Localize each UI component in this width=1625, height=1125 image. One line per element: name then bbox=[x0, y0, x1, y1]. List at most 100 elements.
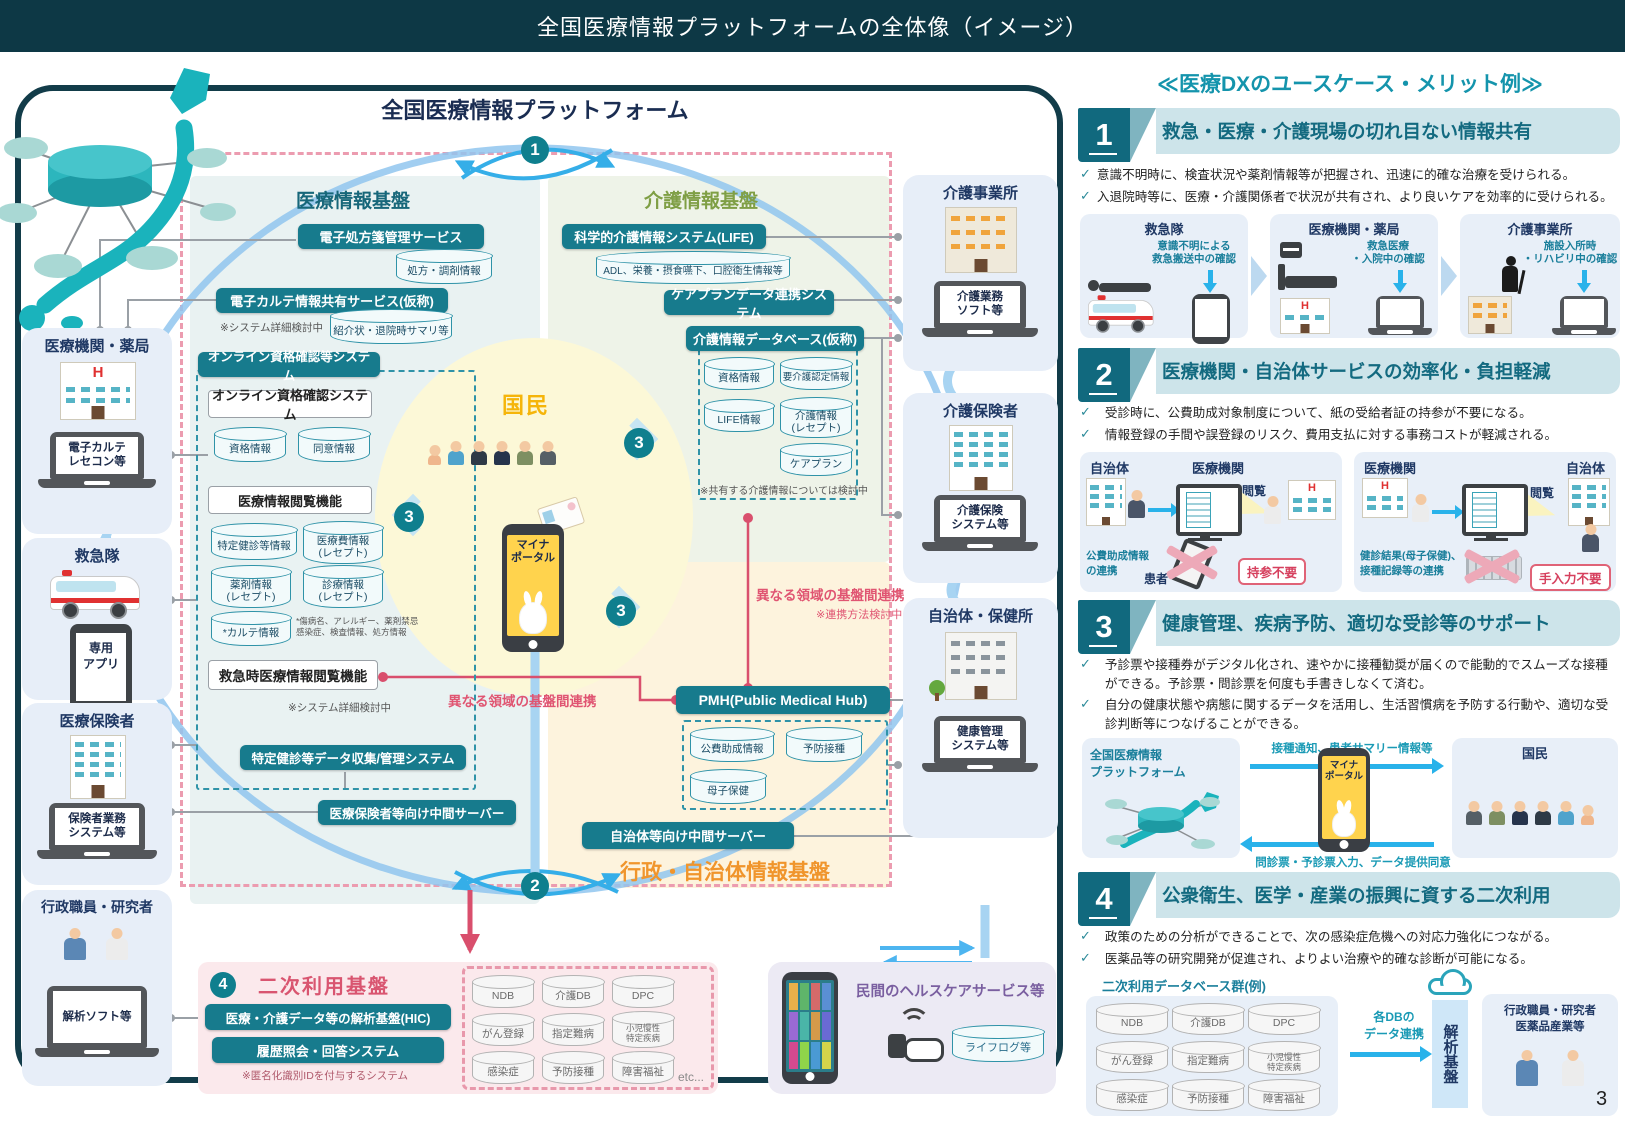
down-arrow-icon bbox=[1203, 270, 1217, 293]
cane-person-body-icon bbox=[1502, 266, 1518, 292]
s3-platform-card: 全国医療情報 プラットフォーム bbox=[1082, 738, 1240, 858]
db-shoni: 小児慢性 特定疾病 bbox=[611, 1011, 675, 1048]
doctor-person-icon bbox=[1264, 506, 1281, 524]
s1-card-ambulance: 救急隊 意識不明による 救急搬送中の確認 bbox=[1080, 214, 1248, 344]
title-bar: 全国医療情報プラットフォームの全体像（イメージ） bbox=[0, 0, 1625, 52]
down-arrow-icon bbox=[1393, 270, 1407, 293]
emergency-view-box: 救急時医療情報閲覧機能 bbox=[208, 660, 378, 690]
section4-number: 4 bbox=[1078, 872, 1130, 926]
s4-users-card: 行政職員・研究者 医薬品産業等 bbox=[1482, 994, 1618, 1116]
page-title: 全国医療情報プラットフォームの全体像（イメージ） bbox=[537, 15, 1088, 40]
patient-lying-icon bbox=[1099, 283, 1151, 292]
record-laptop-icon bbox=[1368, 296, 1432, 335]
insurer-middle-server: 医療保険者等向け中間サーバー bbox=[318, 800, 516, 825]
record-tablet-icon bbox=[1192, 294, 1230, 344]
section4-banner: 4 公衆衛生、医学・産業の振興に資する二次利用 bbox=[1078, 872, 1620, 926]
bed-head-icon bbox=[1278, 264, 1285, 290]
s3-kokumin-card: 国民 bbox=[1452, 738, 1618, 858]
care-software-laptop-icon: 介護業務 ソフト等 bbox=[922, 281, 1038, 337]
anonymization-note: ※匿名化識別IDを付与するシステム bbox=[242, 1070, 408, 1082]
hic-analysis-platform: 医療・介護データ等の解析基盤(HIC) bbox=[205, 1004, 451, 1030]
device-label: 解析ソフト等 bbox=[53, 991, 141, 1043]
db-shogai: 障害福祉 bbox=[1247, 1079, 1321, 1111]
adult-icon bbox=[494, 451, 510, 465]
myna-portal-screen: マイナ ポータル bbox=[507, 535, 559, 636]
s3-myna-phone-icon: マイナ ポータル bbox=[1318, 748, 1370, 852]
view-label: 閲覧 bbox=[1242, 484, 1267, 498]
flow-label: 公費助成情報 の連携 bbox=[1086, 550, 1149, 577]
entity-label: 介護保険者 bbox=[942, 403, 1018, 420]
right-arrow-icon bbox=[1432, 505, 1464, 519]
to-label: 医療機関 bbox=[1192, 461, 1245, 476]
care-insurance-laptop-icon: 介護保険 システム等 bbox=[922, 495, 1038, 551]
care-life-db: LIFE情報 bbox=[703, 399, 775, 432]
flow-label: 健診結果(母子保健)、 接種記録等の連携 bbox=[1360, 550, 1462, 577]
patient-label: 患者 bbox=[1144, 572, 1169, 586]
pmh-hub: PMH(Public Medical Hub) bbox=[676, 686, 890, 714]
kenshin-db-cylinder: 特定健診等情報 bbox=[210, 523, 298, 560]
dedicated-app-tablet-icon: 専用 アプリ bbox=[70, 624, 132, 713]
cross-domain-link-label-left: 異なる領域の基盤間連携 bbox=[448, 694, 597, 709]
care-office-building-icon bbox=[945, 207, 1017, 273]
care-qual-db: 資格情報 bbox=[703, 357, 775, 390]
hospital-small-icon: H bbox=[1288, 480, 1336, 520]
child-icon bbox=[448, 451, 464, 465]
municipality-building-small-icon bbox=[1086, 478, 1126, 526]
analysis-software-laptop-icon: 解析ソフト等 bbox=[35, 986, 159, 1057]
rx-db-cylinder: 処方・調剤情報 bbox=[395, 249, 493, 284]
users-label: 行政職員・研究者 医薬品産業等 bbox=[1504, 1005, 1596, 1033]
care-insurer-building-icon bbox=[949, 425, 1013, 491]
s1-card-careoffice: 介護事業所 施設入所時 ・リハビリ中の確認 bbox=[1460, 214, 1620, 338]
device-label: 電子カルテ レセコン等 bbox=[56, 437, 138, 474]
senior-icon bbox=[517, 451, 533, 465]
db-group-dashed bbox=[462, 966, 714, 1090]
myna-rabbit-icon bbox=[1333, 812, 1355, 836]
number-3-circle-bottomright: 3 bbox=[606, 596, 636, 626]
db-yobo: 予防接種 bbox=[1171, 1079, 1245, 1111]
insurer-building-icon bbox=[70, 735, 126, 799]
banner-fold bbox=[1130, 108, 1156, 162]
db-etc-label: etc... bbox=[678, 1070, 705, 1084]
referral-db-cylinder: 紹介状・退院時サマリ等 bbox=[329, 309, 453, 344]
mini-japan-map-icon bbox=[1105, 792, 1220, 849]
section3-number: 3 bbox=[1078, 600, 1130, 654]
citizen-people-icons bbox=[1466, 800, 1594, 825]
device-label: 保険者業務 システム等 bbox=[55, 808, 139, 845]
patient-head-icon bbox=[1088, 280, 1099, 291]
official-person-icon bbox=[1582, 534, 1599, 552]
db-kaigo: 介護DB bbox=[1171, 1003, 1245, 1035]
qual-db-cylinder: 資格情報 bbox=[213, 427, 287, 462]
baby-icon bbox=[428, 455, 441, 465]
panel-header: ≪医療DXのユースケース・メリット例≫ bbox=[1156, 73, 1544, 96]
no-carry-badge: 持参不要 bbox=[1238, 558, 1307, 585]
bullet-row: ✓ 政策のための分析ができることで、次の感染症危機への対応力強化につながる。 bbox=[1080, 928, 1622, 947]
check-icon: ✓ bbox=[1080, 950, 1091, 965]
eprescription-service: 電子処方箋管理サービス bbox=[298, 224, 484, 249]
care-plan-db: ケアプラン bbox=[779, 443, 853, 476]
yobo-db-cylinder: 予防接種 bbox=[785, 727, 863, 762]
db-shoni: 小児慢性 特定疾病 bbox=[1247, 1041, 1321, 1075]
kenshin-collection-system: 特定健診等データ収集/管理システム bbox=[240, 745, 466, 770]
s2-card-left: 自治体 医療機関 閲覧 H 公費助成情報 の連携 患者 持参不要 bbox=[1080, 452, 1342, 592]
boshi-db-cylinder: 母子保健 bbox=[689, 769, 767, 804]
ambulance-icon bbox=[50, 570, 140, 619]
db-yobo: 予防接種 bbox=[541, 1051, 605, 1084]
entity-label: 自治体・保健所 bbox=[927, 608, 1033, 625]
medical-section-header: 医療情報基盤 bbox=[296, 191, 411, 212]
entity-care-office: 介護事業所 介護業務 ソフト等 bbox=[903, 175, 1058, 371]
cross-domain-link-note: ※連携方法検討中 bbox=[816, 609, 903, 621]
private-app-phone-icon bbox=[782, 972, 838, 1084]
number-3-circle-left: 3 bbox=[394, 502, 424, 532]
section1-banner: 1 救急・医療・介護現場の切れ目ない情報共有 bbox=[1078, 108, 1620, 162]
bullet-row: ✓ 入退院時等に、医療・介護関係者で状況が共有され、より良いケアを効率的に受けら… bbox=[1080, 188, 1622, 207]
check-icon: ✓ bbox=[1080, 166, 1091, 181]
myna-portal-label: マイナ ポータル bbox=[1324, 760, 1363, 783]
official-person-icon bbox=[1516, 1060, 1538, 1086]
bullet-row: ✓ 自分の健康状態や病態に関するデータを活用し、生活習慣病を予防する行動や、適切… bbox=[1080, 696, 1620, 734]
iryohi-db-cylinder: 医療費情報 (レセプト) bbox=[302, 521, 384, 564]
municipality-building-icon bbox=[945, 632, 1017, 700]
online-qualification-system: オンライン資格確認等システム bbox=[198, 350, 380, 383]
entity-care-insurer: 介護保険者 介護保険 システム等 bbox=[903, 393, 1058, 583]
hospital-icon: H bbox=[60, 362, 136, 420]
kokumin-label: 国民 bbox=[502, 393, 551, 418]
